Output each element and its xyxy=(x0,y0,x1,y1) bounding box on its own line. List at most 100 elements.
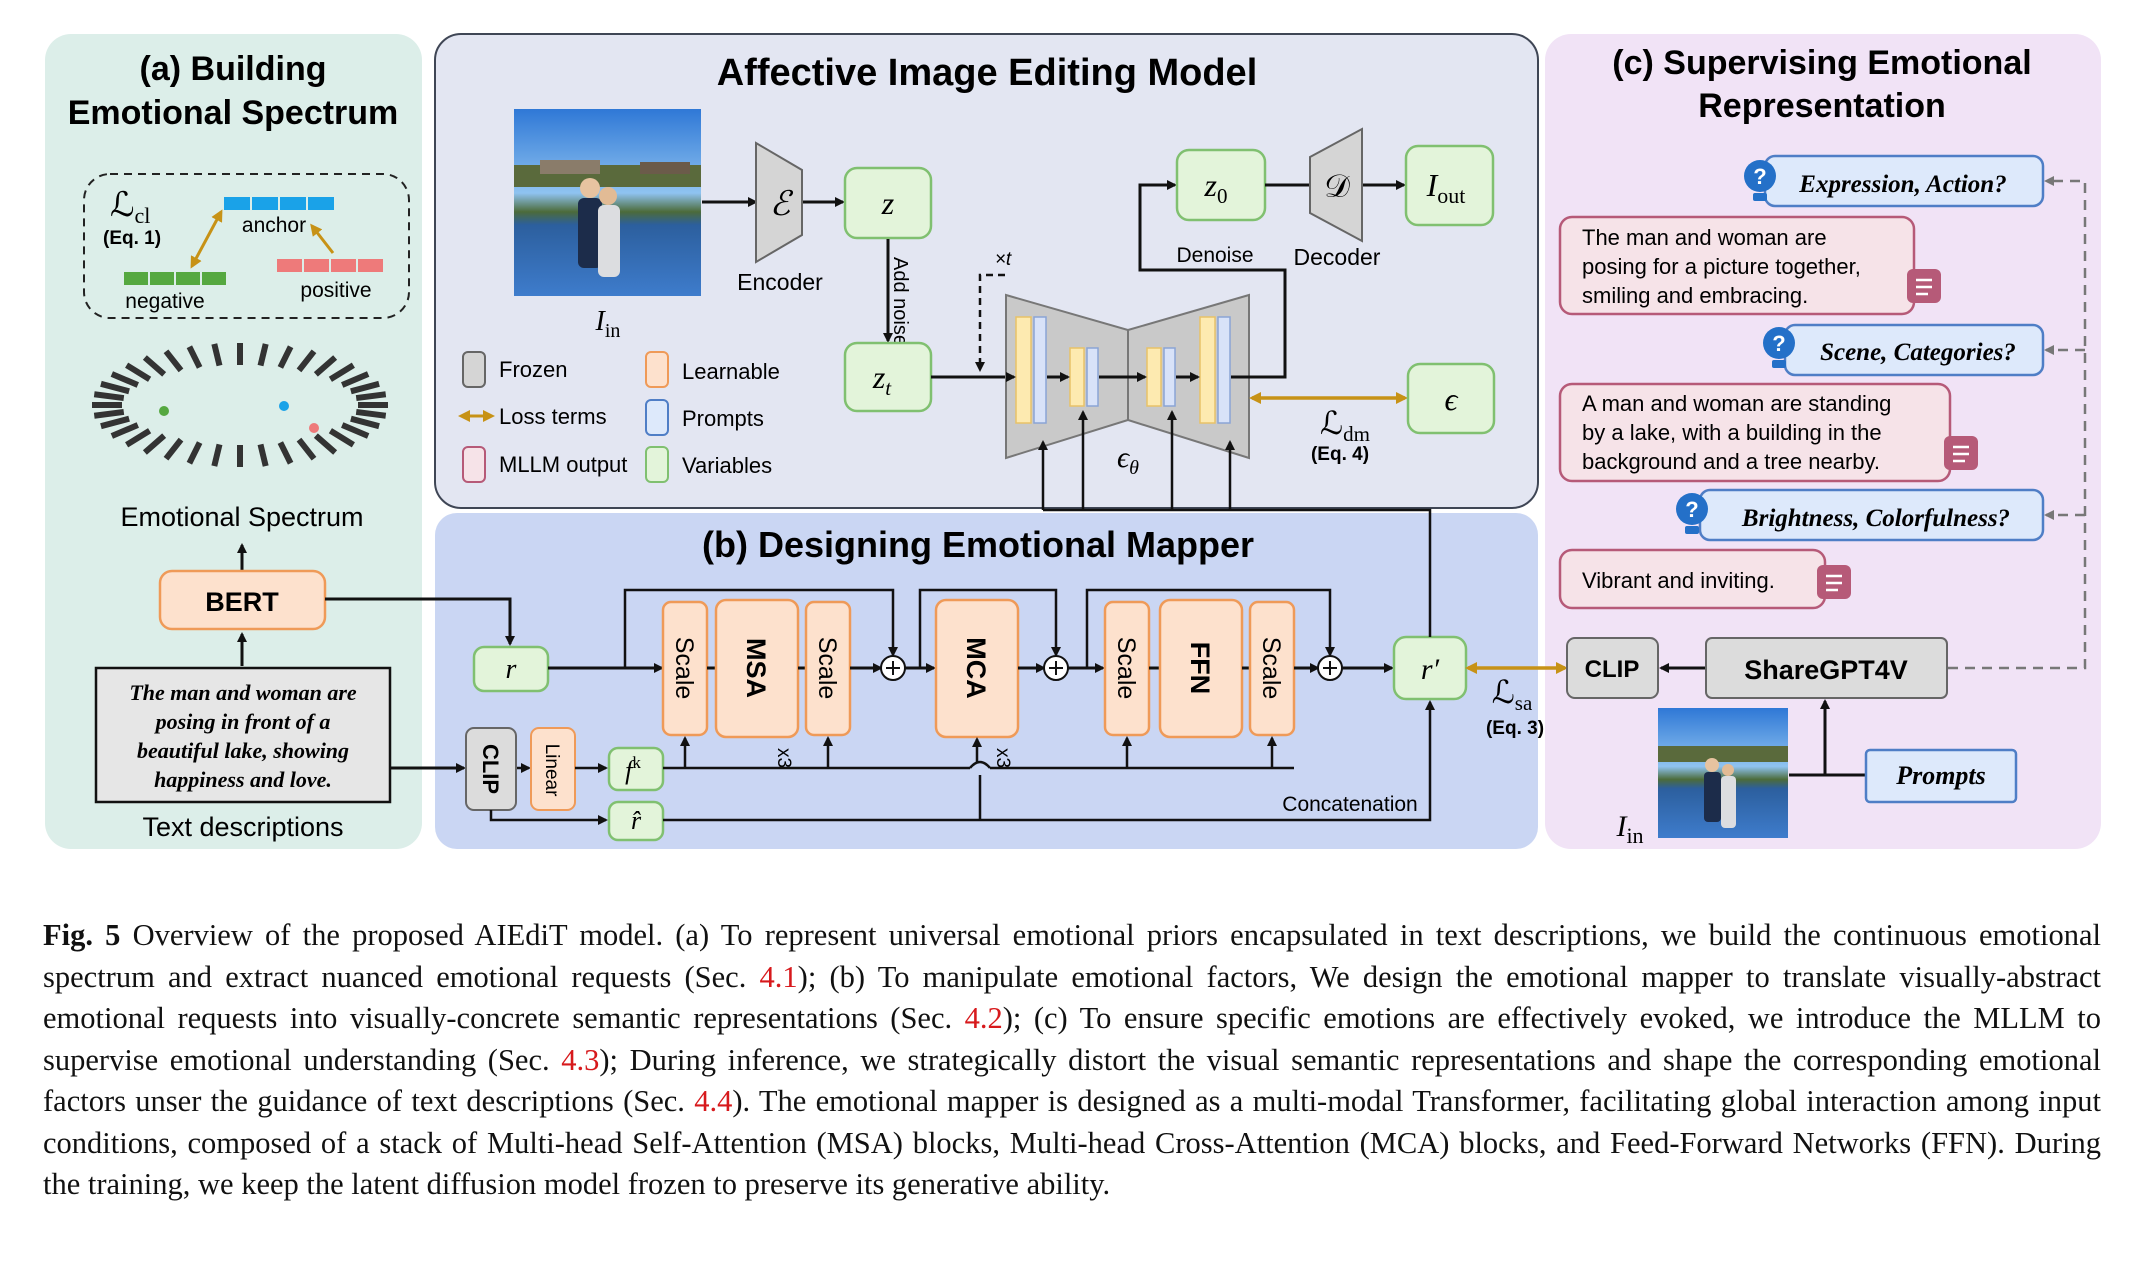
question-3-text: Brightness, Colorfulness? xyxy=(1741,505,2010,532)
figure-diagram: (a) Building Emotional Spectrum ℒcl (Eq.… xyxy=(45,33,2101,849)
panel-c-image-label: Iin xyxy=(1615,810,1643,848)
linear-label: Linear xyxy=(541,744,562,797)
panel-c-title-line1: (c) Supervising Emotional xyxy=(1612,44,2031,82)
panel-a-title-line2: Emotional Spectrum xyxy=(68,94,399,132)
r-prime-label: r′ xyxy=(1421,653,1440,686)
spectrum-tick xyxy=(211,443,223,467)
z-label: z xyxy=(881,185,895,221)
timestep-label: ×t xyxy=(995,249,1012,270)
image-prompts-to-sharegpt xyxy=(1789,701,1865,777)
decoder-symbol: 𝒟 xyxy=(1324,168,1350,204)
bert-label: BERT xyxy=(205,587,279,617)
spectrum-tick xyxy=(277,345,294,369)
caption-ref-4-4[interactable]: 4.4 xyxy=(694,1084,733,1118)
panel-model-background xyxy=(434,33,1539,509)
caption-ref-4-1[interactable]: 4.1 xyxy=(759,959,798,994)
decoder-block xyxy=(1309,127,1363,243)
spectrum-tick xyxy=(93,408,125,419)
ldm-eq: (Eq. 4) xyxy=(1311,444,1369,465)
denoise-label: Denoise xyxy=(1176,244,1253,267)
mca-repeat-label: x3 xyxy=(992,748,1013,768)
question-1-text: Expression, Action? xyxy=(1798,171,2006,198)
spectrum-point-blue xyxy=(279,401,289,411)
legend-prompts-label: Prompts xyxy=(682,406,764,431)
add-op-2 xyxy=(1043,655,1069,681)
zt-label: zt xyxy=(872,359,892,400)
spectrum-tick xyxy=(163,437,184,461)
answer-1-line2: posing for a picture together, xyxy=(1582,254,1861,279)
text-description-line1: The man and woman are xyxy=(129,680,357,705)
spectrum-tick xyxy=(211,343,223,367)
eps-variable xyxy=(1406,362,1496,435)
encoder-block xyxy=(755,141,803,264)
legend-variables-label: Variables xyxy=(682,453,772,478)
contrastive-box xyxy=(83,173,410,319)
spectrum-tick xyxy=(257,343,269,367)
scale-label-1: Scale xyxy=(670,637,698,700)
spectrum-tick xyxy=(277,441,294,465)
answer-3-line1: Vibrant and inviting. xyxy=(1582,568,1775,593)
legend-learnable-label: Learnable xyxy=(682,359,780,384)
question-1-bubble: ? xyxy=(1744,154,2045,208)
fk-bus-hop xyxy=(969,760,991,769)
spectrum-tick xyxy=(142,355,167,377)
spectrum-tick xyxy=(257,443,269,467)
caption-ref-4-2[interactable]: 4.2 xyxy=(964,1001,1003,1035)
spectrum-tick xyxy=(93,391,125,402)
concatenation-label: Concatenation xyxy=(1282,793,1417,816)
spectrum-tick xyxy=(341,422,370,439)
loss-cl-eq: (Eq. 1) xyxy=(103,228,161,249)
add-op-1 xyxy=(880,655,906,681)
spectrum-tick xyxy=(100,415,130,430)
model-title: Affective Image Editing Model xyxy=(717,52,1258,94)
answer-1-bubble xyxy=(1558,215,1941,316)
spectrum-tick xyxy=(350,415,380,430)
skip-2 xyxy=(918,588,1061,668)
spectrum-tick xyxy=(355,391,387,402)
positive-embedding xyxy=(277,259,383,272)
text-description-line4: happiness and love. xyxy=(154,767,332,792)
answer-3-bubble xyxy=(1558,548,1851,610)
caption-part-5: ). The emotional mapper is designed as a… xyxy=(43,1084,2101,1201)
z-variable xyxy=(843,166,933,240)
add-op-3 xyxy=(1317,655,1343,681)
spectrum-point-red xyxy=(309,423,319,433)
anchor-embedding xyxy=(224,197,334,210)
rhat-label: r̂ xyxy=(631,806,642,835)
prompts-label: Prompts xyxy=(1895,761,1986,790)
rhat-bus xyxy=(663,700,1435,822)
spectrum-tick xyxy=(163,349,184,373)
iout-label: Iout xyxy=(1426,167,1466,208)
eps-theta-label: ϵθ xyxy=(1117,441,1139,479)
text-descriptions-label: Text descriptions xyxy=(142,812,343,842)
legend: Frozen Learnable Loss terms Prompts MLLM… xyxy=(458,351,780,483)
spectrum-tick xyxy=(313,433,338,455)
negative-embedding xyxy=(124,272,226,285)
caption-ref-4-3[interactable]: 4.3 xyxy=(561,1042,600,1077)
spectrum-tick xyxy=(186,441,203,465)
input-image-label: Iin xyxy=(595,306,621,342)
fk-label: fk xyxy=(625,753,641,785)
rprime-to-unet xyxy=(1230,508,1432,637)
spectrum-tick xyxy=(100,380,130,395)
ldm-symbol: ℒdm xyxy=(1320,405,1370,446)
answer-1-line1: The man and woman are xyxy=(1582,225,1827,250)
spectrum-tick xyxy=(328,362,355,382)
spectrum-tick xyxy=(313,355,338,377)
positive-label: positive xyxy=(300,279,371,302)
question-2-text: Scene, Categories? xyxy=(1820,339,2016,366)
panel-c-title-line2: Representation xyxy=(1698,87,1946,125)
eps-label: ϵ xyxy=(1445,381,1459,417)
svg-text:?: ? xyxy=(1753,164,1766,189)
add-noise-label: Add noise ϵ xyxy=(889,257,911,361)
spectrum-tick xyxy=(350,380,380,395)
spectrum-tick xyxy=(296,437,317,461)
emotional-spectrum-label: Emotional Spectrum xyxy=(120,502,363,532)
clip-label-panel-c: CLIP xyxy=(1585,656,1640,683)
spectrum-tick xyxy=(110,371,139,388)
sharegpt-label: ShareGPT4V xyxy=(1744,655,1908,685)
legend-frozen-label: Frozen xyxy=(499,357,567,382)
clip-to-rhat xyxy=(489,810,608,825)
spectrum-tick xyxy=(125,428,152,448)
spectrum-tick xyxy=(328,428,355,448)
